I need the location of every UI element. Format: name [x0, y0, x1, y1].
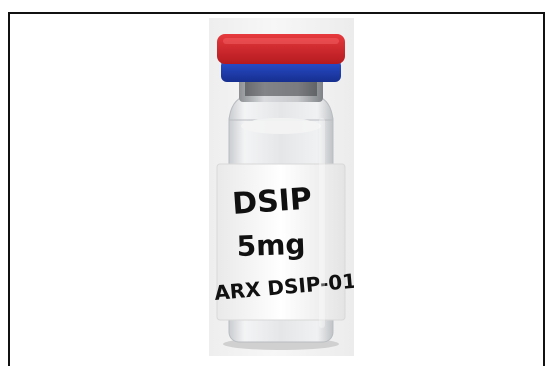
- cap-crimp: [221, 60, 341, 82]
- label-line-1: DSIP: [231, 182, 313, 222]
- label-line-2: 5mg: [236, 228, 306, 263]
- powder: [241, 118, 321, 134]
- vial-label: [216, 163, 346, 321]
- vial-neck-shadow: [245, 82, 317, 96]
- glass-highlight: [319, 118, 325, 328]
- vial-photo: DSIP 5mg ARX DSIP-01: [213, 34, 354, 350]
